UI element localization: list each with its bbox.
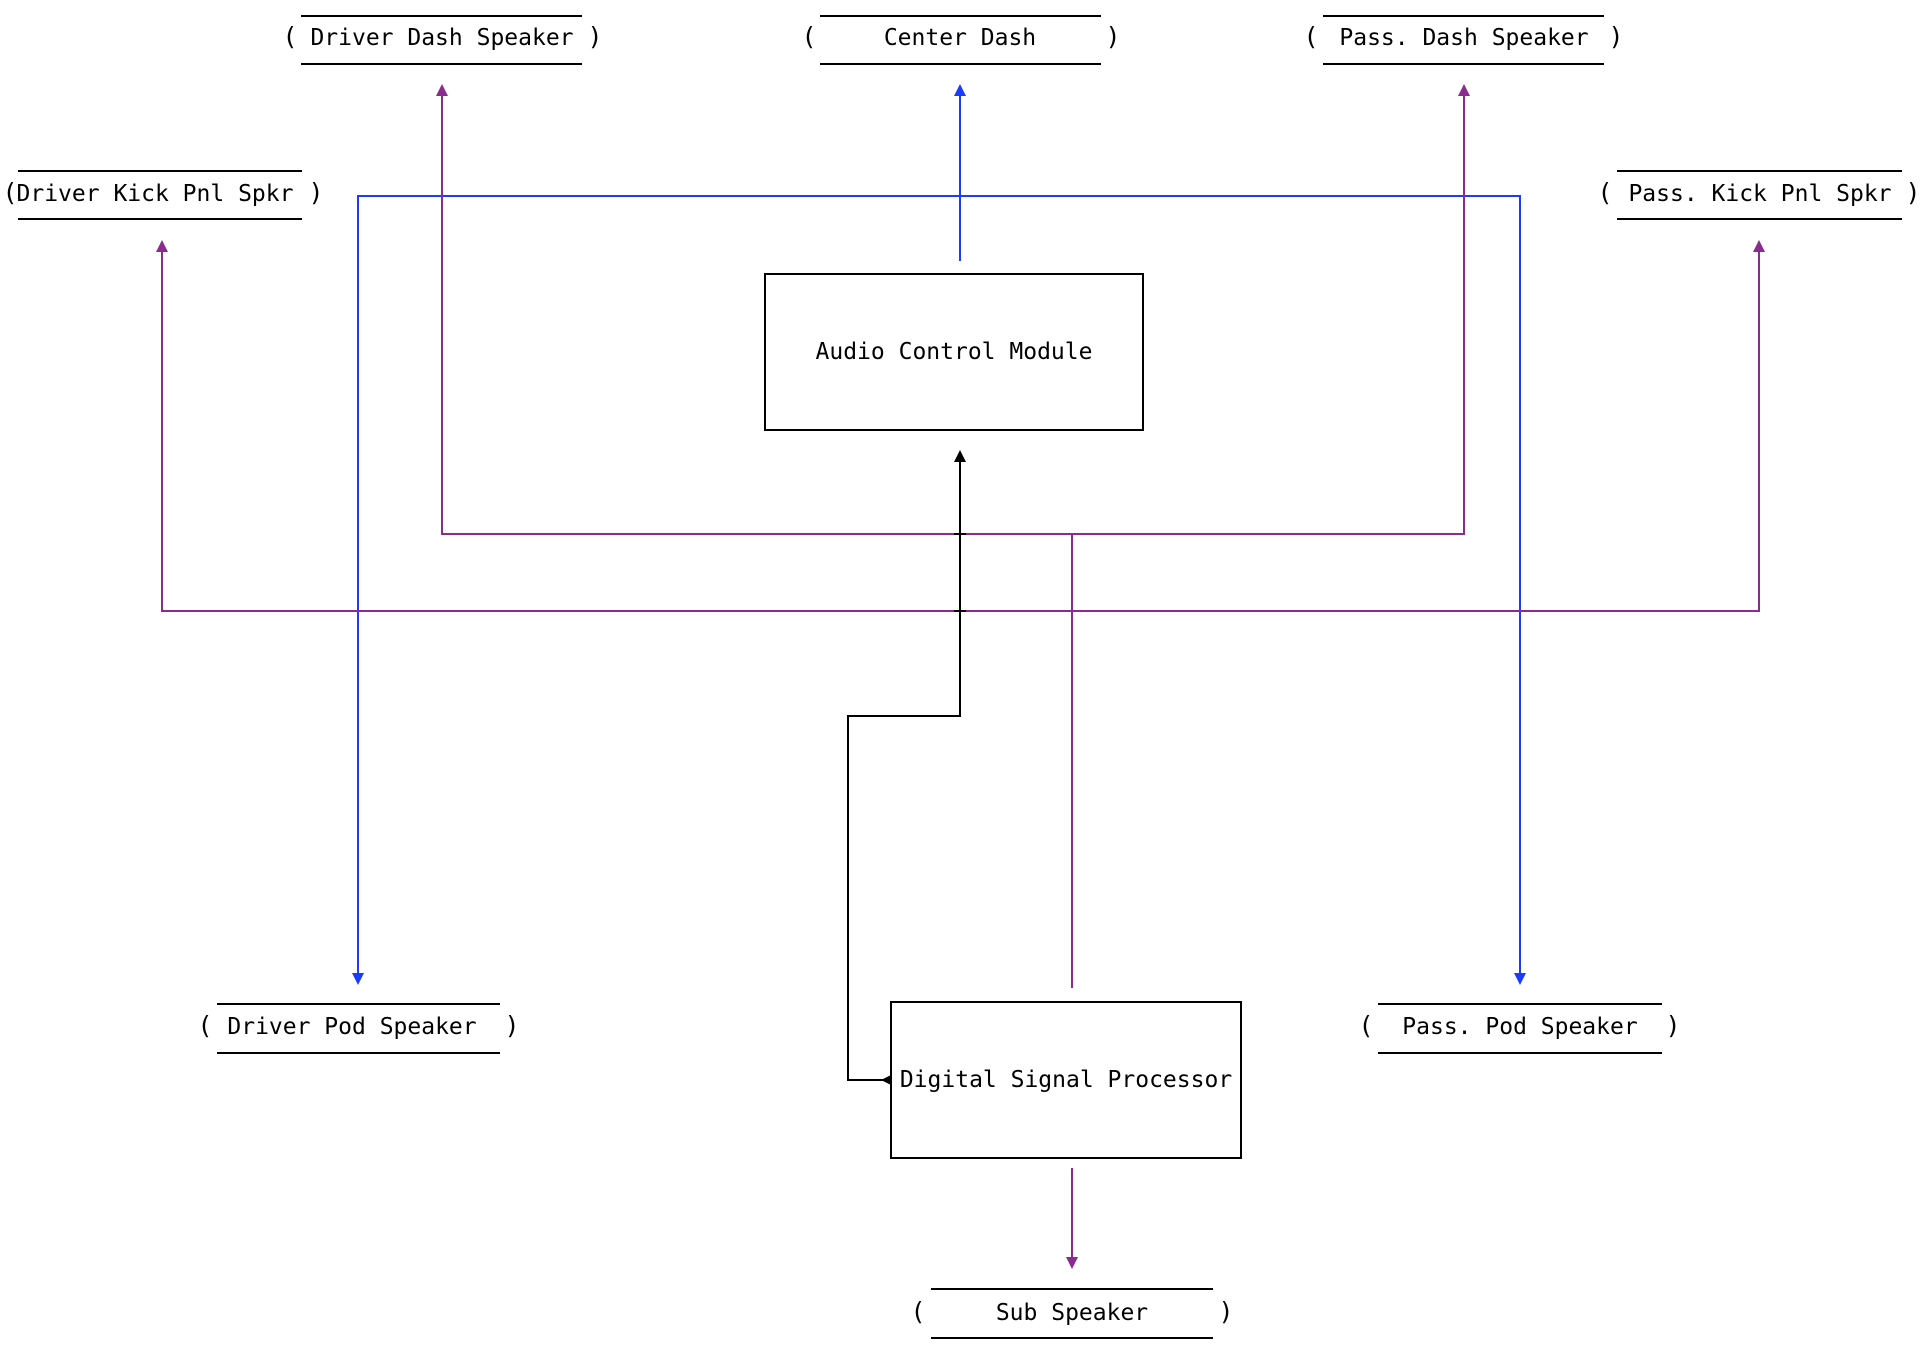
- terminal-pass-kick[interactable]: ( ) Pass. Kick Pnl Spkr: [1597, 170, 1920, 220]
- svg-text:): ): [1608, 22, 1623, 51]
- svg-text:(: (: [2, 178, 17, 207]
- terminal-label: Pass. Kick Pnl Spkr: [1628, 181, 1891, 207]
- wire-dsp-acm-link: [847, 450, 966, 1086]
- svg-text:): ): [308, 178, 323, 207]
- svg-text:(: (: [1597, 178, 1612, 207]
- terminal-label: Pass. Dash Speaker: [1339, 25, 1588, 51]
- wire-dsp-to-driver-kick: [156, 240, 1072, 612]
- svg-text:): ): [587, 22, 602, 51]
- svg-text:(: (: [282, 22, 297, 51]
- wire-dsp-to-pass-kick: [1072, 240, 1765, 612]
- terminal-label: Center Dash: [884, 25, 1036, 51]
- terminal-center-dash[interactable]: ( ) Center Dash: [801, 15, 1121, 65]
- dsp-label: Digital Signal Processor: [900, 1067, 1232, 1093]
- terminal-pass-pod[interactable]: ( ) Pass. Pod Speaker: [1358, 1003, 1681, 1054]
- terminal-label: Pass. Pod Speaker: [1402, 1014, 1637, 1040]
- terminal-driver-kick[interactable]: ( ) Driver Kick Pnl Spkr: [2, 170, 324, 220]
- terminal-pass-dash[interactable]: ( ) Pass. Dash Speaker: [1303, 15, 1624, 65]
- terminal-label: Driver Dash Speaker: [310, 25, 573, 51]
- terminal-label: Sub Speaker: [996, 1300, 1148, 1326]
- svg-text:(: (: [801, 22, 816, 51]
- wire-acm-to-pass-pod: [960, 195, 1526, 985]
- wire-acm-to-driver-pod: [352, 195, 960, 985]
- acm-box[interactable]: Audio Control Module: [764, 273, 1144, 431]
- svg-text:(: (: [1358, 1011, 1373, 1040]
- junction-tick: [954, 533, 966, 612]
- terminal-label: Driver Kick Pnl Spkr: [17, 181, 294, 207]
- terminal-driver-dash[interactable]: ( ) Driver Dash Speaker: [282, 15, 603, 65]
- wire-dsp-to-driver-dash: [436, 84, 1073, 988]
- terminal-label: Driver Pod Speaker: [227, 1014, 476, 1040]
- svg-text:): ): [1905, 178, 1920, 207]
- wire-dsp-to-pass-dash: [1072, 84, 1470, 535]
- svg-text:): ): [1665, 1011, 1680, 1040]
- svg-text:): ): [1218, 1297, 1233, 1326]
- svg-text:): ): [1105, 22, 1120, 51]
- terminal-driver-pod[interactable]: ( ) Driver Pod Speaker: [197, 1003, 520, 1054]
- terminal-sub[interactable]: ( ) Sub Speaker: [910, 1288, 1234, 1339]
- svg-text:(: (: [197, 1011, 212, 1040]
- svg-text:(: (: [910, 1297, 925, 1326]
- acm-label: Audio Control Module: [816, 339, 1093, 365]
- svg-text:): ): [504, 1011, 519, 1040]
- dsp-box[interactable]: Digital Signal Processor: [890, 1001, 1242, 1159]
- svg-text:(: (: [1303, 22, 1318, 51]
